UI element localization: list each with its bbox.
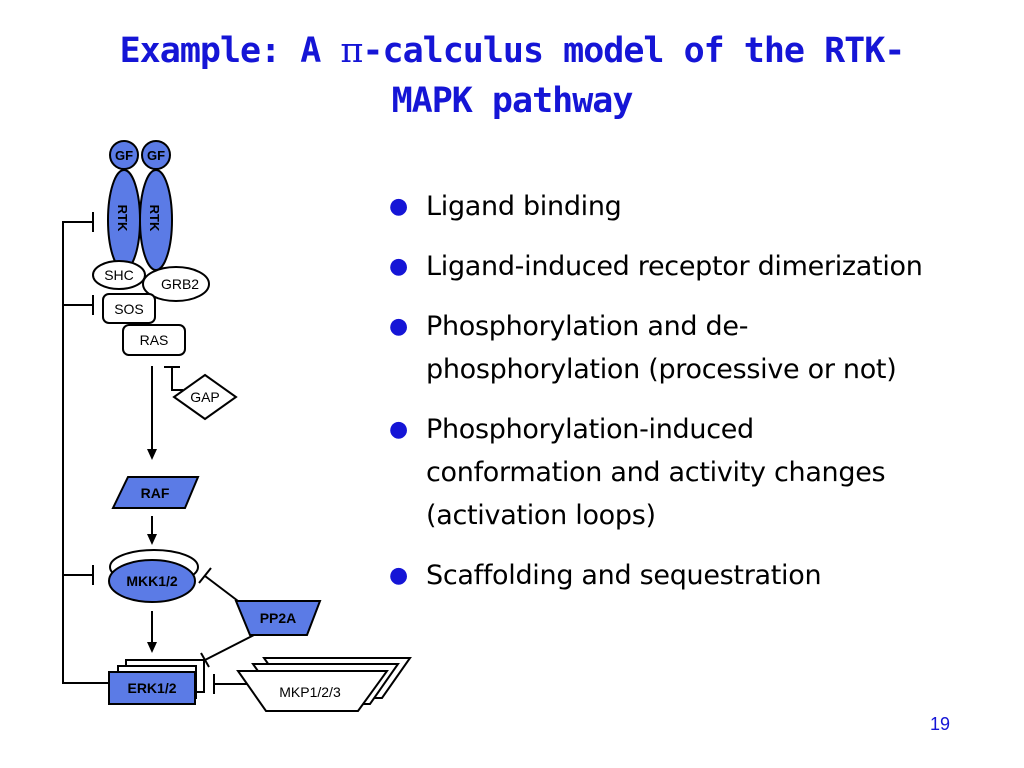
bullet-dot-icon: ● [389, 254, 408, 279]
mkp-label: MKP1/2/3 [279, 684, 341, 700]
rtk-left-node: RTK [107, 169, 141, 271]
bullet-dot-icon: ● [389, 563, 408, 588]
bullet-item: ● Scaffolding and sequestration [385, 554, 1005, 597]
mkp-node: MKP1/2/3 [236, 657, 412, 712]
bullet-item: ● Ligand binding [385, 185, 1005, 228]
arrow-raf-mkk [147, 516, 157, 545]
title-line2: MAPK pathway [391, 81, 634, 121]
gf-right-node: GF [141, 140, 171, 170]
bullet-item: ● Ligand-induced receptor dimerization [385, 245, 1005, 288]
bullet-text-line: Phosphorylation and de- [426, 311, 749, 342]
pi-symbol: π [340, 31, 363, 71]
sos-label: SOS [114, 301, 144, 317]
page-number: 19 [929, 714, 950, 734]
gf-left-label: GF [115, 148, 133, 163]
arrow-ras-raf [147, 366, 157, 460]
ras-label: RAS [140, 332, 169, 348]
bullet-item: ● Phosphorylation-induced conformation and… [385, 408, 1005, 537]
grb2-node: GRB2 [142, 266, 210, 302]
grb2-label: GRB2 [161, 276, 199, 292]
title-part1: Example: A [119, 31, 341, 71]
mkk-node: MKK1/2 [108, 549, 199, 603]
mkk-label: MKK1/2 [126, 573, 178, 589]
bullet-text-line: Ligand binding [426, 191, 622, 222]
bullet-dot-icon: ● [389, 194, 408, 219]
gf-right-label: GF [147, 148, 165, 163]
pp2a-inhibits-mkk [198, 567, 239, 602]
gap-label: GAP [190, 389, 220, 405]
sos-node: SOS [102, 293, 156, 324]
bullet-dot-icon: ● [389, 314, 408, 339]
bullet-text-line: (activation loops) [426, 500, 656, 531]
pp2a-node: PP2A [234, 600, 322, 636]
bullet-text-line: Ligand-induced receptor dimerization [426, 251, 923, 282]
title-part2: -calculus model of the RTK- [362, 31, 905, 71]
arrow-mkk-erk [147, 611, 157, 653]
raf-node: RAF [111, 476, 200, 509]
gf-left-node: GF [109, 140, 139, 170]
bullet-text-line: phosphorylation (processive or not) [426, 354, 897, 385]
erk-node: ERK1/2 [108, 659, 205, 705]
rtk-right-node: RTK [139, 169, 173, 271]
slide-title: Example: A π-calculus model of the RTK- … [40, 26, 984, 126]
erk-label: ERK1/2 [127, 680, 176, 696]
rtk-left-label: RTK [115, 205, 130, 232]
bullet-list: ● Ligand binding ● Ligand-induced receptor … [385, 185, 1005, 614]
rtk-right-label: RTK [147, 205, 162, 232]
feedback-bracket [62, 212, 108, 684]
pp2a-label: PP2A [260, 610, 297, 626]
bullet-item: ● Phosphorylation and de-phosphorylation … [385, 305, 1005, 391]
shc-label: SHC [104, 267, 134, 283]
bullet-text-line: conformation and activity changes [426, 457, 886, 488]
pp2a-inhibits-erk [200, 634, 255, 668]
raf-label: RAF [141, 485, 170, 501]
bullet-text-line: Phosphorylation-induced [426, 414, 754, 445]
bullet-text-line: Scaffolding and sequestration [426, 560, 822, 591]
ras-node: RAS [122, 324, 186, 356]
shc-node: SHC [92, 260, 146, 290]
bullet-dot-icon: ● [389, 417, 408, 442]
gap-inhibition [164, 366, 183, 391]
gap-node: GAP [172, 373, 238, 421]
